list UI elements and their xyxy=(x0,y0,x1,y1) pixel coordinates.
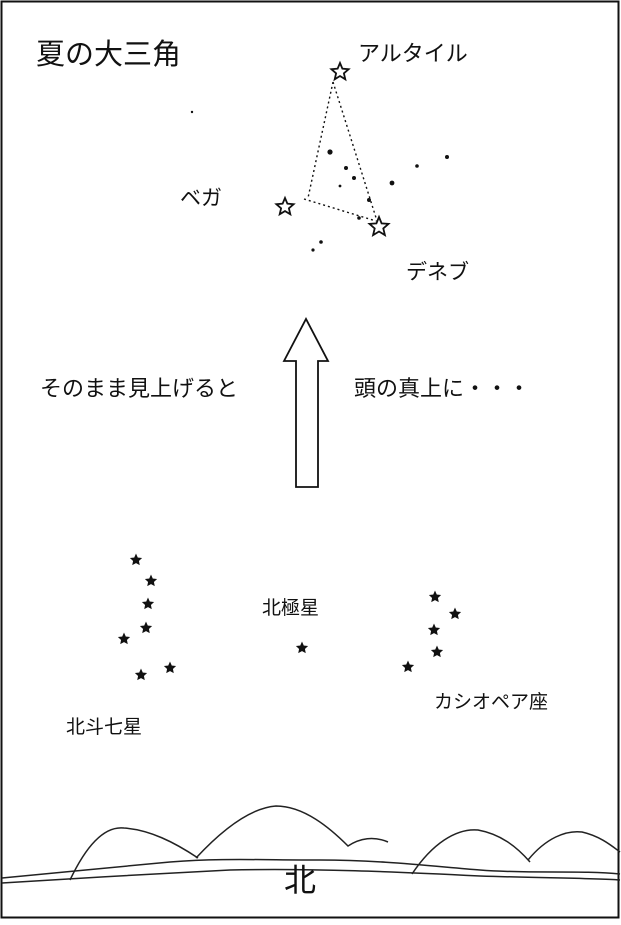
page-title: 夏の大三角 xyxy=(36,37,182,71)
altair-star xyxy=(329,60,351,82)
summer-triangle-lines xyxy=(303,81,379,225)
mountain-1 xyxy=(69,827,199,881)
faint-star-4 xyxy=(389,180,395,186)
mountain-horizon xyxy=(1,805,621,884)
faint-star-5 xyxy=(367,198,371,202)
big-dipper-star-5 xyxy=(117,632,131,645)
triangle-line-altair-vega xyxy=(307,81,334,199)
big-dipper-star-7 xyxy=(163,661,177,674)
big-dipper-star-2 xyxy=(144,574,158,587)
faint-star-2 xyxy=(344,166,348,170)
faint-star-7 xyxy=(445,155,449,159)
big-dipper-star-4 xyxy=(139,621,153,634)
look-up-caption: そのまま見上げると xyxy=(40,377,239,402)
faint-star-10 xyxy=(311,248,315,252)
horizon-line-2 xyxy=(1,868,621,884)
star-marks xyxy=(117,60,462,681)
mountain-4 xyxy=(527,830,621,861)
faint-star-12 xyxy=(338,184,342,188)
polaris-label: 北極星 xyxy=(262,597,320,619)
polaris-star xyxy=(295,641,309,654)
big-dipper-label: 北斗七星 xyxy=(66,716,143,738)
altair-label: アルタイル xyxy=(358,42,468,67)
faint-star-3 xyxy=(352,176,356,180)
triangle-line-altair-deneb xyxy=(332,81,379,225)
vega-label: ベガ xyxy=(180,186,222,210)
triangle-line-vega-deneb xyxy=(303,198,377,222)
deneb-star xyxy=(367,214,391,237)
cassiopeia-star-1 xyxy=(428,590,442,603)
cassiopeia-star-2 xyxy=(448,607,462,620)
faint-star-11 xyxy=(190,110,194,114)
horizon-line xyxy=(1,858,621,879)
overhead-caption: 頭の真上に・・・ xyxy=(354,377,531,402)
big-dipper-star-1 xyxy=(129,553,143,566)
deneb-label: デネブ xyxy=(406,260,469,284)
vega-star xyxy=(274,195,296,217)
cassiopeia-star-5 xyxy=(401,660,415,673)
big-dipper-star-6 xyxy=(134,668,148,681)
mountain-2 xyxy=(195,805,389,859)
north-direction-label: 北 xyxy=(284,861,317,899)
faint-star-9 xyxy=(319,240,323,244)
cassiopeia-label: カシオペア座 xyxy=(434,691,549,713)
cassiopeia-star-4 xyxy=(430,645,444,658)
cassiopeia-star-3 xyxy=(427,623,441,636)
faint-star-6 xyxy=(415,164,419,168)
faint-star-1 xyxy=(327,149,333,155)
faint-star-8 xyxy=(357,216,361,220)
up-arrow xyxy=(282,317,330,488)
mountain-3 xyxy=(411,829,531,875)
big-dipper-star-3 xyxy=(141,597,155,610)
